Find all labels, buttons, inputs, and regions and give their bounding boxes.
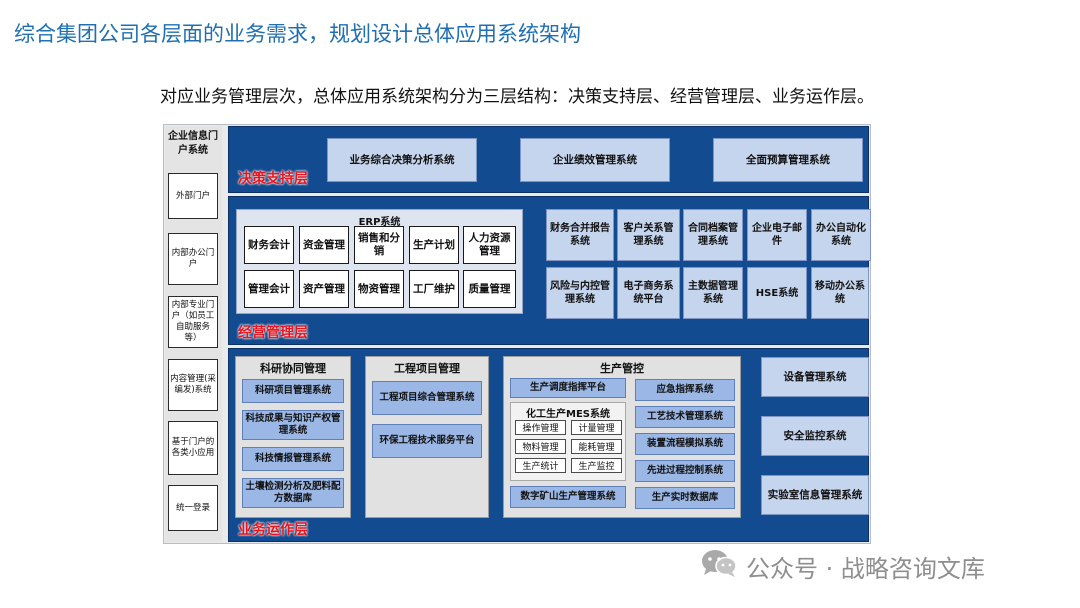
mes-module: 物料管理 bbox=[515, 439, 566, 454]
production-group-title: 生产管控 bbox=[600, 362, 644, 375]
portal-item: 内部办公门户 bbox=[168, 233, 218, 285]
research-system: 科技情报管理系统 bbox=[242, 447, 344, 471]
mes-module: 生产监控 bbox=[571, 458, 622, 473]
operation-system: HSE系统 bbox=[747, 267, 807, 319]
operation-system: 客户关系管理系统 bbox=[617, 209, 680, 261]
decision-system: 企业绩效管理系统 bbox=[520, 138, 670, 182]
dispatch-platform: 生产调度指挥平台 bbox=[510, 378, 626, 398]
production-system: 先进过程控制系统 bbox=[635, 460, 735, 482]
research-group-title: 科研协同管理 bbox=[260, 362, 326, 375]
erp-module: 销售和分销 bbox=[354, 226, 404, 264]
decision-system: 全面预算管理系统 bbox=[713, 138, 863, 182]
operation-system: 移动办公系统 bbox=[811, 267, 869, 319]
business-system: 安全监控系统 bbox=[761, 416, 869, 456]
erp-module: 工厂维护 bbox=[409, 270, 459, 308]
erp-module: 物资管理 bbox=[354, 270, 404, 308]
production-system: 装置流程模拟系统 bbox=[635, 433, 735, 455]
mes-module: 计量管理 bbox=[571, 420, 622, 435]
operation-system: 合同档案管理系统 bbox=[683, 209, 743, 261]
page-subtitle: 对应业务管理层次，总体应用系统架构分为三层结构：决策支持层、经营管理层、业务运作… bbox=[160, 87, 874, 107]
research-system: 科研项目管理系统 bbox=[242, 379, 344, 403]
research-system: 土壤检测分析及肥料配方数据库 bbox=[242, 478, 344, 508]
watermark-text: 公众号 · 战略咨询文库 bbox=[746, 554, 985, 583]
engineering-system: 工程项目综合管理系统 bbox=[372, 381, 482, 415]
mes-title: 化工生产MES系统 bbox=[526, 409, 610, 420]
business-system: 设备管理系统 bbox=[761, 357, 869, 397]
operation-system: 主数据管理系统 bbox=[683, 267, 743, 319]
portal-item: 基于门户的各类小应用 bbox=[168, 421, 218, 475]
operation-system: 办公自动化系统 bbox=[811, 209, 871, 261]
mes-module: 生产统计 bbox=[515, 458, 566, 473]
page-title: 综合集团公司各层面的业务需求，规划设计总体应用系统架构 bbox=[14, 22, 581, 46]
decision-layer-label: 决策支持层 bbox=[238, 171, 308, 187]
production-system: 工艺技术管理系统 bbox=[635, 406, 735, 428]
operation-system: 企业电子邮件 bbox=[747, 209, 807, 261]
business-system: 实验室信息管理系统 bbox=[761, 475, 869, 515]
mes-module: 能耗管理 bbox=[571, 439, 622, 454]
operation-layer-label: 经营管理层 bbox=[238, 325, 308, 341]
operation-system: 电子商务系统平台 bbox=[617, 267, 680, 319]
erp-module: 人力资源管理 bbox=[463, 226, 516, 264]
operation-system: 风险与内控管理系统 bbox=[546, 267, 614, 319]
business-layer-label: 业务运作层 bbox=[238, 522, 308, 538]
mine-system: 数字矿山生产管理系统 bbox=[510, 486, 626, 508]
engineering-group-title: 工程项目管理 bbox=[394, 362, 460, 375]
portal-header: 企业信息门户系统 bbox=[168, 131, 218, 156]
erp-module: 财务会计 bbox=[244, 226, 294, 264]
portal-item: 内部专业门户（如员工自助服务等） bbox=[168, 296, 218, 348]
production-system: 应急指挥系统 bbox=[635, 379, 735, 401]
mes-module: 操作管理 bbox=[515, 420, 566, 435]
portal-item: 外部门户 bbox=[168, 173, 218, 219]
erp-module: 资产管理 bbox=[299, 270, 349, 308]
watermark: 公众号 · 战略咨询文库 bbox=[700, 548, 985, 584]
erp-title: ERP系统 bbox=[358, 217, 401, 228]
erp-module: 资金管理 bbox=[299, 226, 349, 264]
operation-system: 财务合并报告系统 bbox=[546, 209, 614, 261]
erp-module: 管理会计 bbox=[244, 270, 294, 308]
portal-item: 统一登录 bbox=[168, 485, 218, 531]
engineering-system: 环保工程技术服务平台 bbox=[372, 424, 482, 458]
portal-item: 内容管理(采编发)系统 bbox=[168, 359, 218, 411]
decision-system: 业务综合决策分析系统 bbox=[327, 138, 477, 182]
production-system: 生产实时数据库 bbox=[635, 487, 735, 509]
erp-module: 质量管理 bbox=[463, 270, 516, 308]
wechat-icon bbox=[700, 548, 738, 584]
erp-module: 生产计划 bbox=[409, 226, 459, 264]
research-system: 科技成果与知识产权管理系统 bbox=[242, 410, 344, 440]
